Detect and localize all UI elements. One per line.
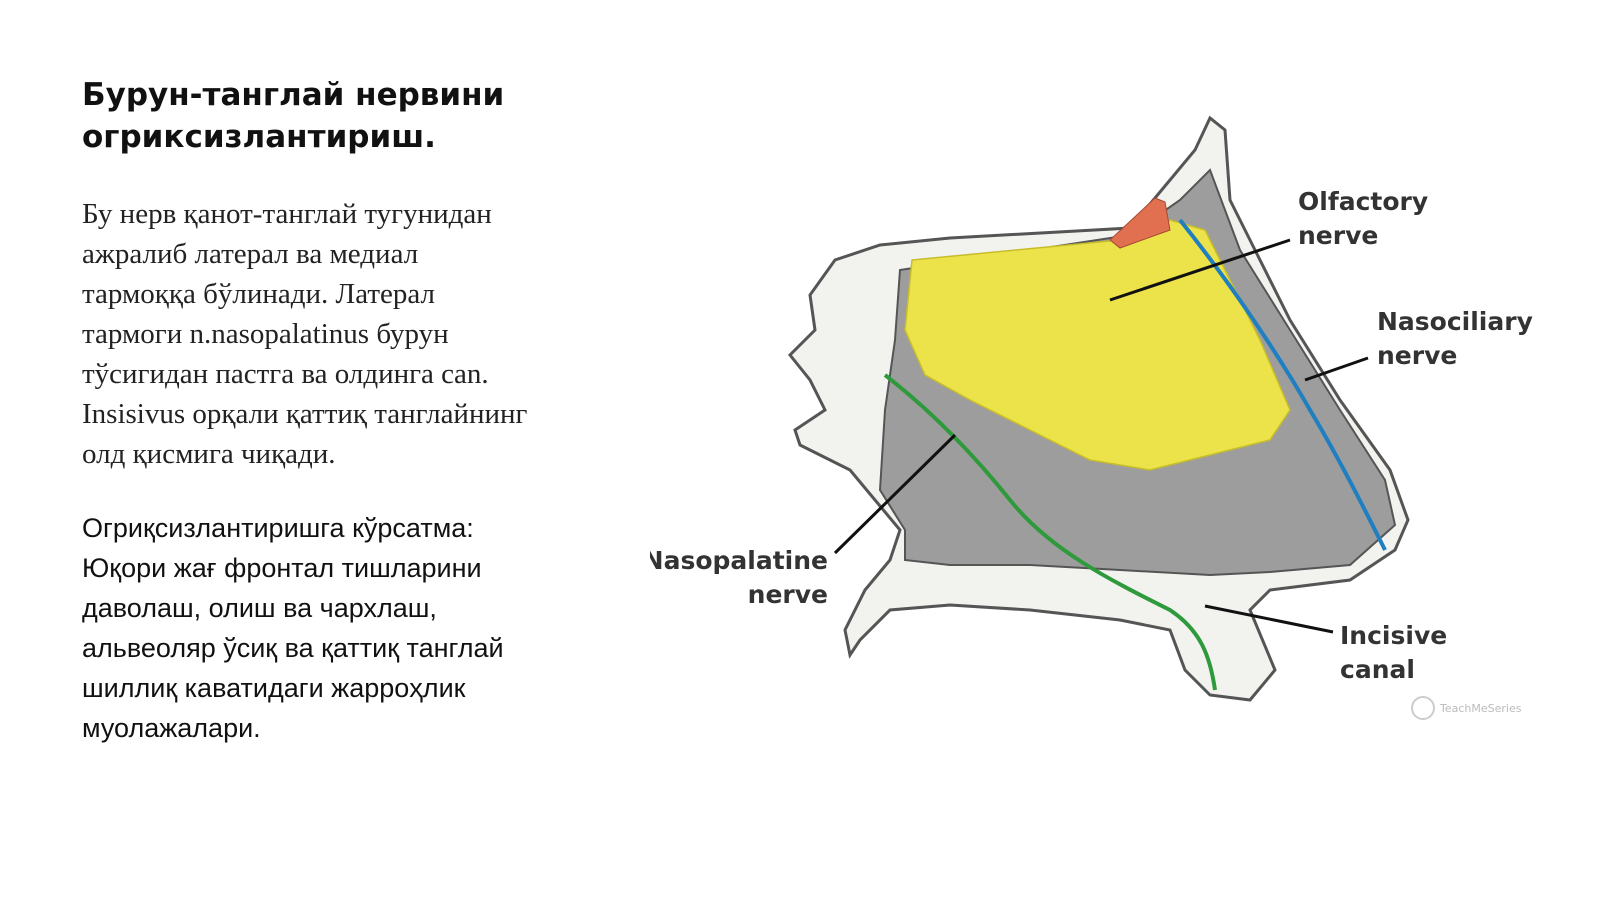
description-paragraph: Бу нерв қанот-танглай тугунидан ажралиб …	[82, 198, 528, 470]
incisive-leader	[1204, 604, 1334, 634]
nasopalatine-nerve	[883, 373, 1217, 691]
copyright-icon	[1411, 696, 1435, 720]
indications-paragraph: Огриқсизлантиришга кўрсатма: Юқори жағ ф…	[82, 513, 504, 743]
incisive-label-line1: Incisive	[1340, 621, 1447, 650]
nasopalatine-label-line2: nerve	[748, 580, 828, 609]
nasociliary-nerve	[1178, 218, 1387, 551]
nasopalatine-leader	[833, 433, 957, 555]
nasal-septum-nerves-illustration: Olfactory nerve Nasociliary nerve Nasopa…	[650, 115, 1533, 720]
nasopalatine-label-line1: Nasopalatine	[650, 546, 828, 575]
olfactory-label-line1: Olfactory	[1298, 187, 1428, 216]
watermark-text: TeachMeSeries	[1439, 702, 1522, 715]
nasociliary-leader	[1304, 356, 1369, 382]
olfactory-label-line2: nerve	[1298, 221, 1378, 250]
olfactory-leader	[1109, 238, 1291, 302]
nasociliary-label-line1: Nasociliary	[1377, 307, 1533, 336]
slide-title: Бурун-танглай нервини огриксизлантириш.	[82, 77, 505, 155]
nasociliary-label-line2: nerve	[1377, 341, 1457, 370]
cribriform-plate	[1109, 197, 1171, 249]
olfactory-region	[904, 219, 1291, 471]
incisive-label-line2: canal	[1340, 655, 1415, 684]
